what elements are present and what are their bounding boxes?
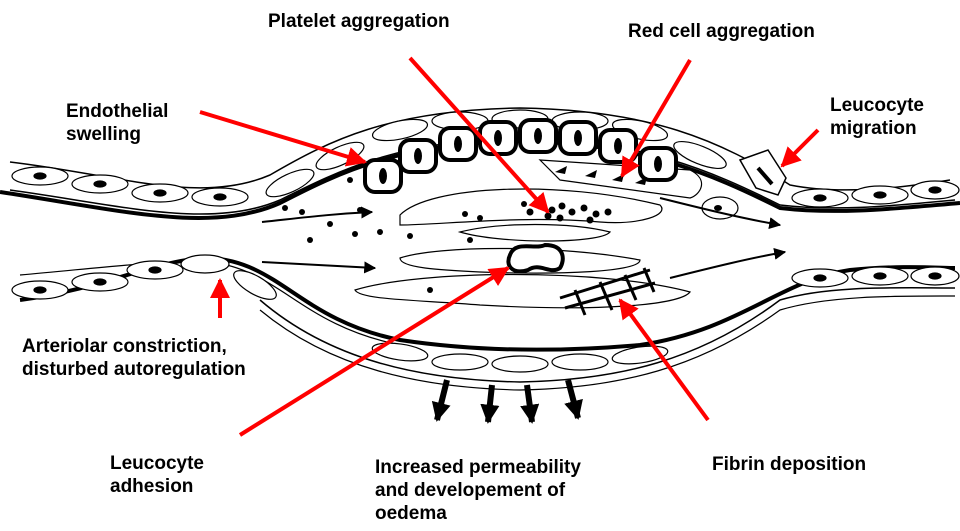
label-endothelial-swelling: Endothelial swelling: [66, 100, 168, 146]
label-increased-permeability: Increased permeability and developement …: [375, 456, 581, 525]
leucocyte-migrating: [740, 150, 786, 195]
label-fibrin-deposition: Fibrin deposition: [712, 453, 866, 476]
label-arteriolar-constriction: Arteriolar constriction, disturbed autor…: [22, 335, 246, 381]
label-leucocyte-adhesion: Leucocyte adhesion: [110, 452, 204, 498]
label-leucocyte-migration: Leucocyte migration: [830, 94, 924, 140]
label-red-cell-aggregation: Red cell aggregation: [628, 20, 815, 43]
leucocyte-adherent: [508, 245, 562, 271]
label-platelet-aggregation: Platelet aggregation: [268, 10, 450, 33]
